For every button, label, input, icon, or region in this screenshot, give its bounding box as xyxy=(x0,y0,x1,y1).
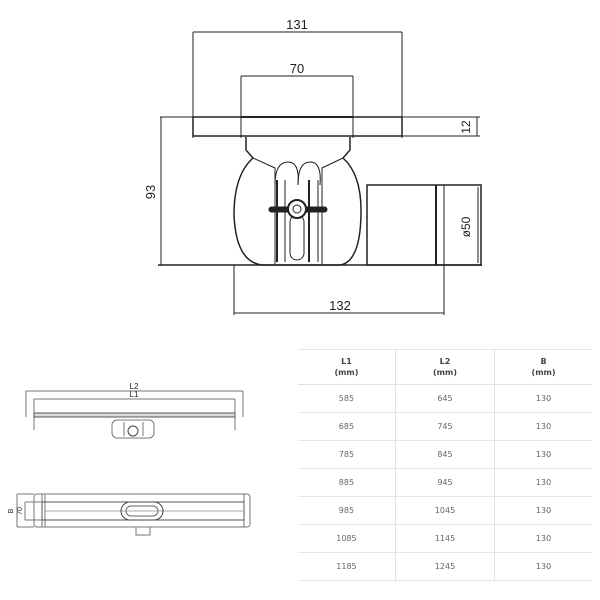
label-b: B xyxy=(8,508,15,513)
header-b: B(mm) xyxy=(494,349,592,385)
header-l1: L1(mm) xyxy=(298,349,396,385)
dim-12: 12 xyxy=(459,120,473,134)
dim-70: 70 xyxy=(290,61,304,76)
section-view xyxy=(158,31,482,315)
table-header-row: L1(mm) L2(mm) B(mm) xyxy=(298,349,592,385)
dim-93: 93 xyxy=(143,185,158,199)
label-70: 70 xyxy=(17,507,24,515)
dim-outlet-diameter: ø50 xyxy=(459,216,473,237)
section-dimension-labels: 131 70 12 93 ø50 132 xyxy=(143,17,473,313)
dim-131: 131 xyxy=(286,17,308,32)
top-view xyxy=(16,493,251,536)
dim-132: 132 xyxy=(329,298,351,313)
side-view xyxy=(25,390,244,439)
label-l2: L2 xyxy=(130,382,139,391)
header-l2: L2(mm) xyxy=(394,349,495,385)
label-l1: L1 xyxy=(130,390,139,399)
